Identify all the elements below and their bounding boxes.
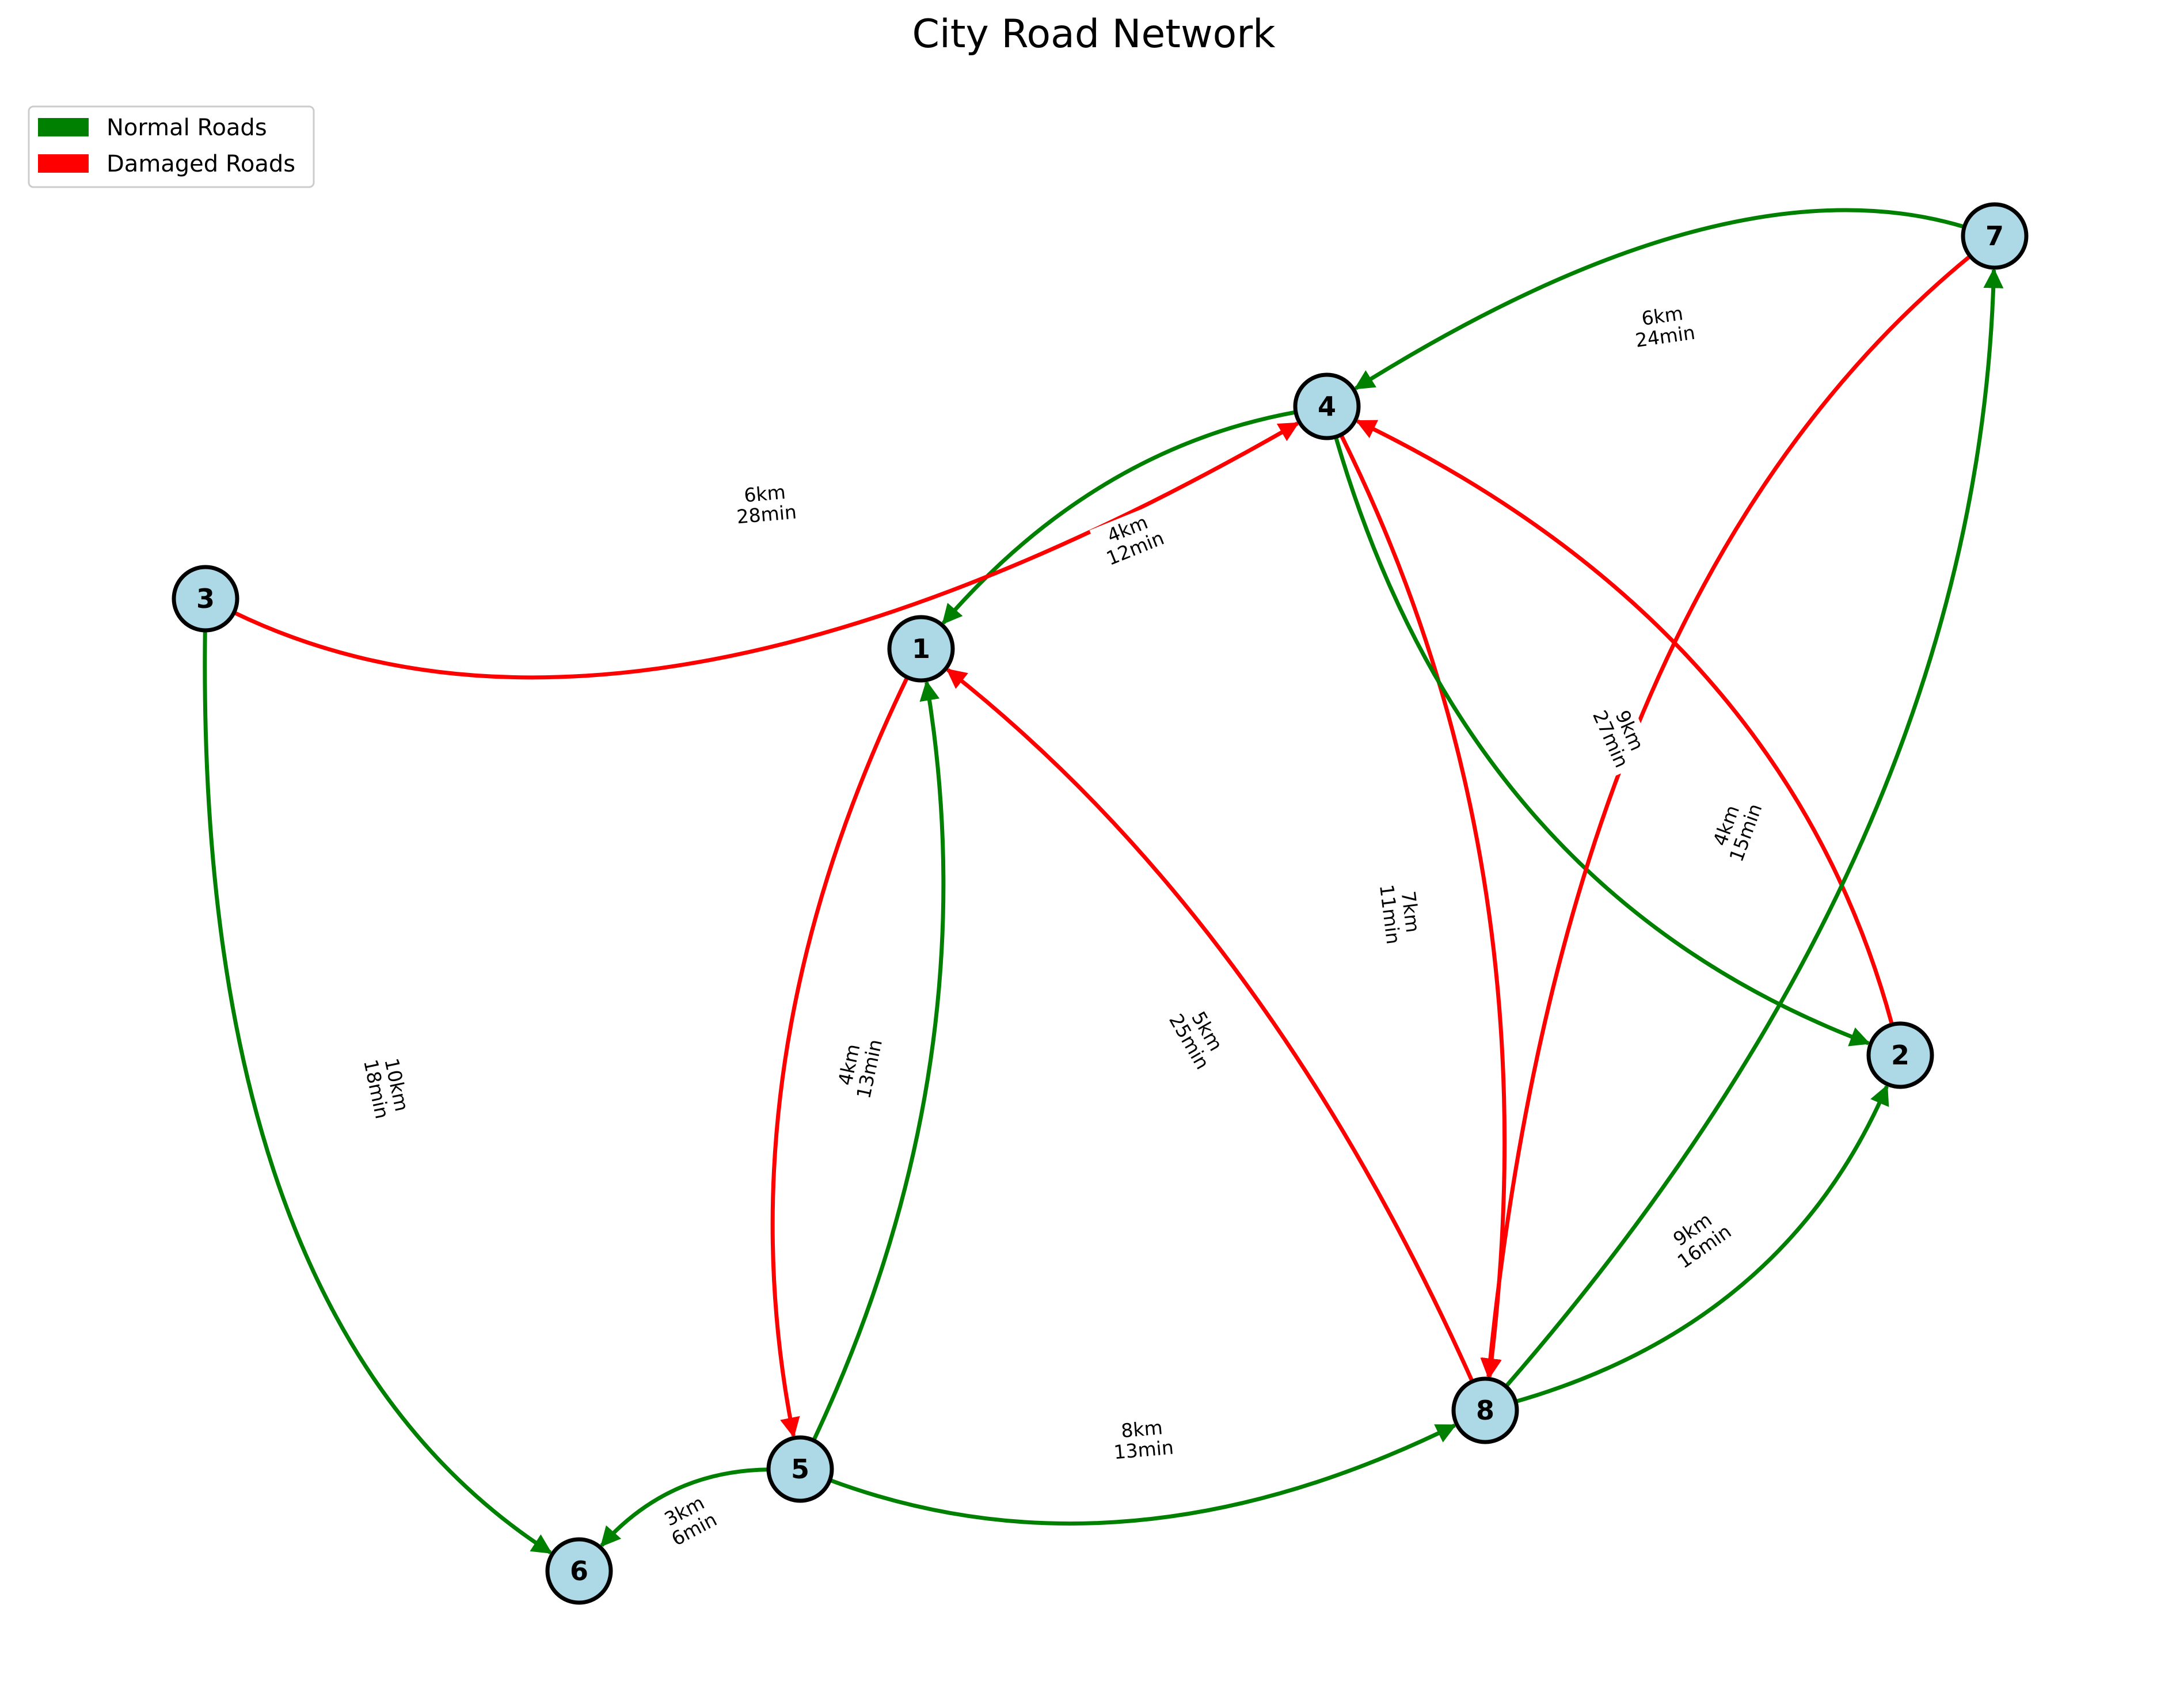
legend-box (28, 105, 315, 188)
node-label-1: 1 (912, 633, 930, 664)
legend: Normal Roads Damaged Roads (28, 105, 315, 188)
road-label-background (1702, 788, 1770, 870)
road-4-to-8 (1339, 433, 1507, 1379)
road-3-to-6 (203, 630, 553, 1554)
node-label-2: 2 (1891, 1040, 1909, 1071)
edges-layer (203, 208, 2004, 1554)
legend-label-damaged: Damaged Roads (106, 151, 295, 177)
node-3 (172, 565, 239, 633)
road-label-background (1161, 994, 1237, 1079)
road-label-background (1089, 503, 1173, 573)
road-time-label: 28min (736, 500, 797, 528)
node-4 (1293, 372, 1361, 440)
road-7-to-8 (1480, 254, 1972, 1379)
road-5-to-8 (829, 1423, 1457, 1526)
diagram-title: City Road Network (912, 12, 1276, 57)
node-6 (545, 1537, 613, 1605)
node-label-3: 3 (196, 583, 215, 614)
node-8 (1451, 1376, 1519, 1444)
road-label-background (1656, 1198, 1741, 1277)
road-5-to-6 (600, 1467, 769, 1547)
road-8-to-1 (946, 668, 1474, 1383)
node-5 (766, 1435, 834, 1503)
node-label-8: 8 (1476, 1395, 1494, 1426)
node-7 (1961, 202, 2029, 270)
road-label-background (1373, 874, 1428, 952)
road-1-to-5 (770, 676, 910, 1438)
road-label-background (646, 1482, 732, 1557)
road-label-background (1585, 693, 1656, 777)
nodes-layer: 1 2 3 4 5 6 7 8 (172, 202, 2029, 1605)
road-8-to-2 (1515, 1084, 1889, 1404)
road-label-background (1105, 1413, 1181, 1466)
legend-label-normal: Normal Roads (106, 115, 267, 141)
road-distance-label: 8km (1120, 1416, 1163, 1442)
road-8-to-7 (1504, 268, 2004, 1388)
legend-swatch-damaged (38, 154, 89, 173)
road-label-background (728, 477, 804, 530)
node-label-7: 7 (1985, 220, 2004, 252)
road-distance-label: 6km (743, 481, 786, 507)
road-label-background (1625, 298, 1702, 354)
road-4-to-2 (1333, 436, 1871, 1047)
road-label-background (356, 1047, 417, 1127)
node-label-6: 6 (570, 1555, 588, 1587)
road-time-label: 13min (1113, 1436, 1174, 1463)
legend-swatch-normal (38, 118, 89, 136)
node-2 (1866, 1021, 1934, 1089)
road-7-to-4 (1354, 208, 1965, 390)
road-5-to-1 (812, 680, 946, 1441)
road-2-to-4 (1355, 419, 1895, 1025)
node-label-5: 5 (791, 1454, 809, 1485)
road-label-background (828, 1027, 889, 1106)
road-distance-label: 7km (1397, 890, 1425, 934)
node-1 (887, 615, 955, 683)
node-label-4: 4 (1318, 391, 1336, 422)
